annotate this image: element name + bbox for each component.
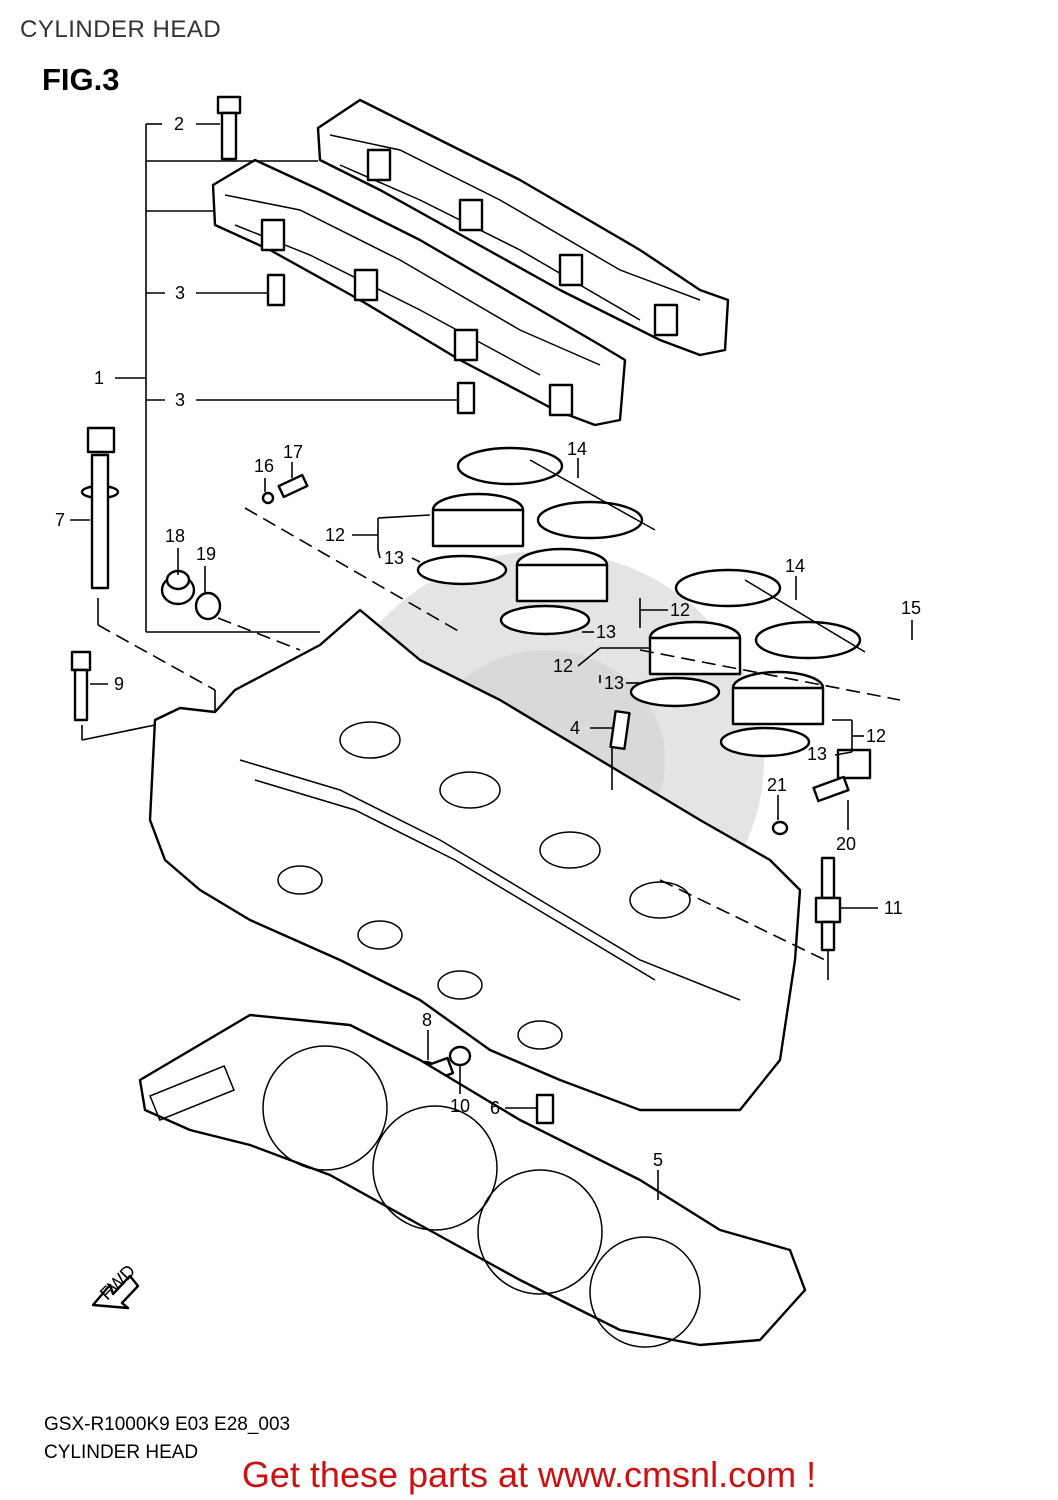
spark-plug-part-11 [814,856,842,952]
dowel-pin-3a [266,273,286,307]
cylinder-head-part-1 [148,608,802,1112]
o-ring-part-13c [629,676,721,708]
callout-19: 19 [196,544,216,564]
cam-journal-holder-upper [316,98,730,357]
guide-part-4 [609,710,631,750]
callout-labels: 1 2 3 3 4 5 6 7 8 9 10 11 12 12 12 12 13… [55,114,921,1170]
intake-pipe-part-12a [431,492,525,548]
callout-5: 5 [653,1150,663,1170]
callout-8: 8 [422,1010,432,1030]
bolt-part-2 [216,95,242,161]
o-ring-part-13a [416,554,508,586]
callout-10: 10 [450,1096,470,1116]
callout-13b: 13 [596,622,616,642]
gasket-part-16 [261,491,275,505]
intake-pipe-part-12d [731,670,825,726]
callout-13d: 13 [807,744,827,764]
washer-part-10 [448,1045,472,1067]
leader-lines [70,123,913,1200]
bolt-part-9 [70,650,92,722]
callout-20: 20 [836,834,856,854]
o-ring-part-14b [536,500,644,540]
promo-link[interactable]: Get these parts at www.cmsnl.com ! [241,1454,817,1495]
sensor-part-20 [812,748,872,803]
dowel-pin-6 [535,1093,555,1125]
plug-part-18 [160,569,196,606]
callout-16: 16 [254,456,274,476]
callout-12b: 12 [670,600,690,620]
callout-3b: 3 [175,390,185,410]
figure-label: FIG.3 [42,62,120,97]
dowel-pin-3b [456,381,476,415]
callout-6: 6 [490,1098,500,1118]
head-gasket-part-5 [138,1013,807,1348]
o-ring-part-14a [456,446,564,486]
callout-14a: 14 [567,439,587,459]
callout-17: 17 [283,442,303,462]
callout-15: 15 [901,598,921,618]
section-title: CYLINDER HEAD [20,16,222,43]
callout-21: 21 [767,775,787,795]
intake-pipe-part-12c [648,620,742,676]
callout-12a: 12 [325,525,345,545]
fitting-part-17 [277,473,309,499]
callout-9: 9 [114,674,124,694]
callout-12d: 12 [866,726,886,746]
callout-7: 7 [55,510,65,530]
forward-direction-arrow: FWD [91,1261,140,1310]
callout-18: 18 [165,526,185,546]
o-ring-part-13b [499,604,591,636]
callout-11: 11 [884,898,903,918]
intake-pipe-part-12b [515,547,609,603]
callout-4: 4 [570,718,580,738]
head-bolt-part-7 [80,426,120,590]
figure-caption: CYLINDER HEAD [44,1442,199,1463]
o-ring-part-14c [674,568,782,608]
o-ring-part-13d [719,726,811,758]
model-code: GSX-R1000K9 E03 E28_003 [44,1414,291,1435]
callout-14b: 14 [785,556,805,576]
callout-13a: 13 [384,548,404,568]
callout-12c: 12 [553,656,573,676]
callout-1: 1 [94,368,104,388]
o-ring-part-14d [754,620,862,660]
washer-part-21 [771,820,789,836]
cam-journal-holder-lower [211,158,627,427]
o-ring-part-19 [194,591,222,621]
callout-13c: 13 [604,673,624,693]
callout-2: 2 [174,114,184,134]
callout-3a: 3 [175,283,185,303]
